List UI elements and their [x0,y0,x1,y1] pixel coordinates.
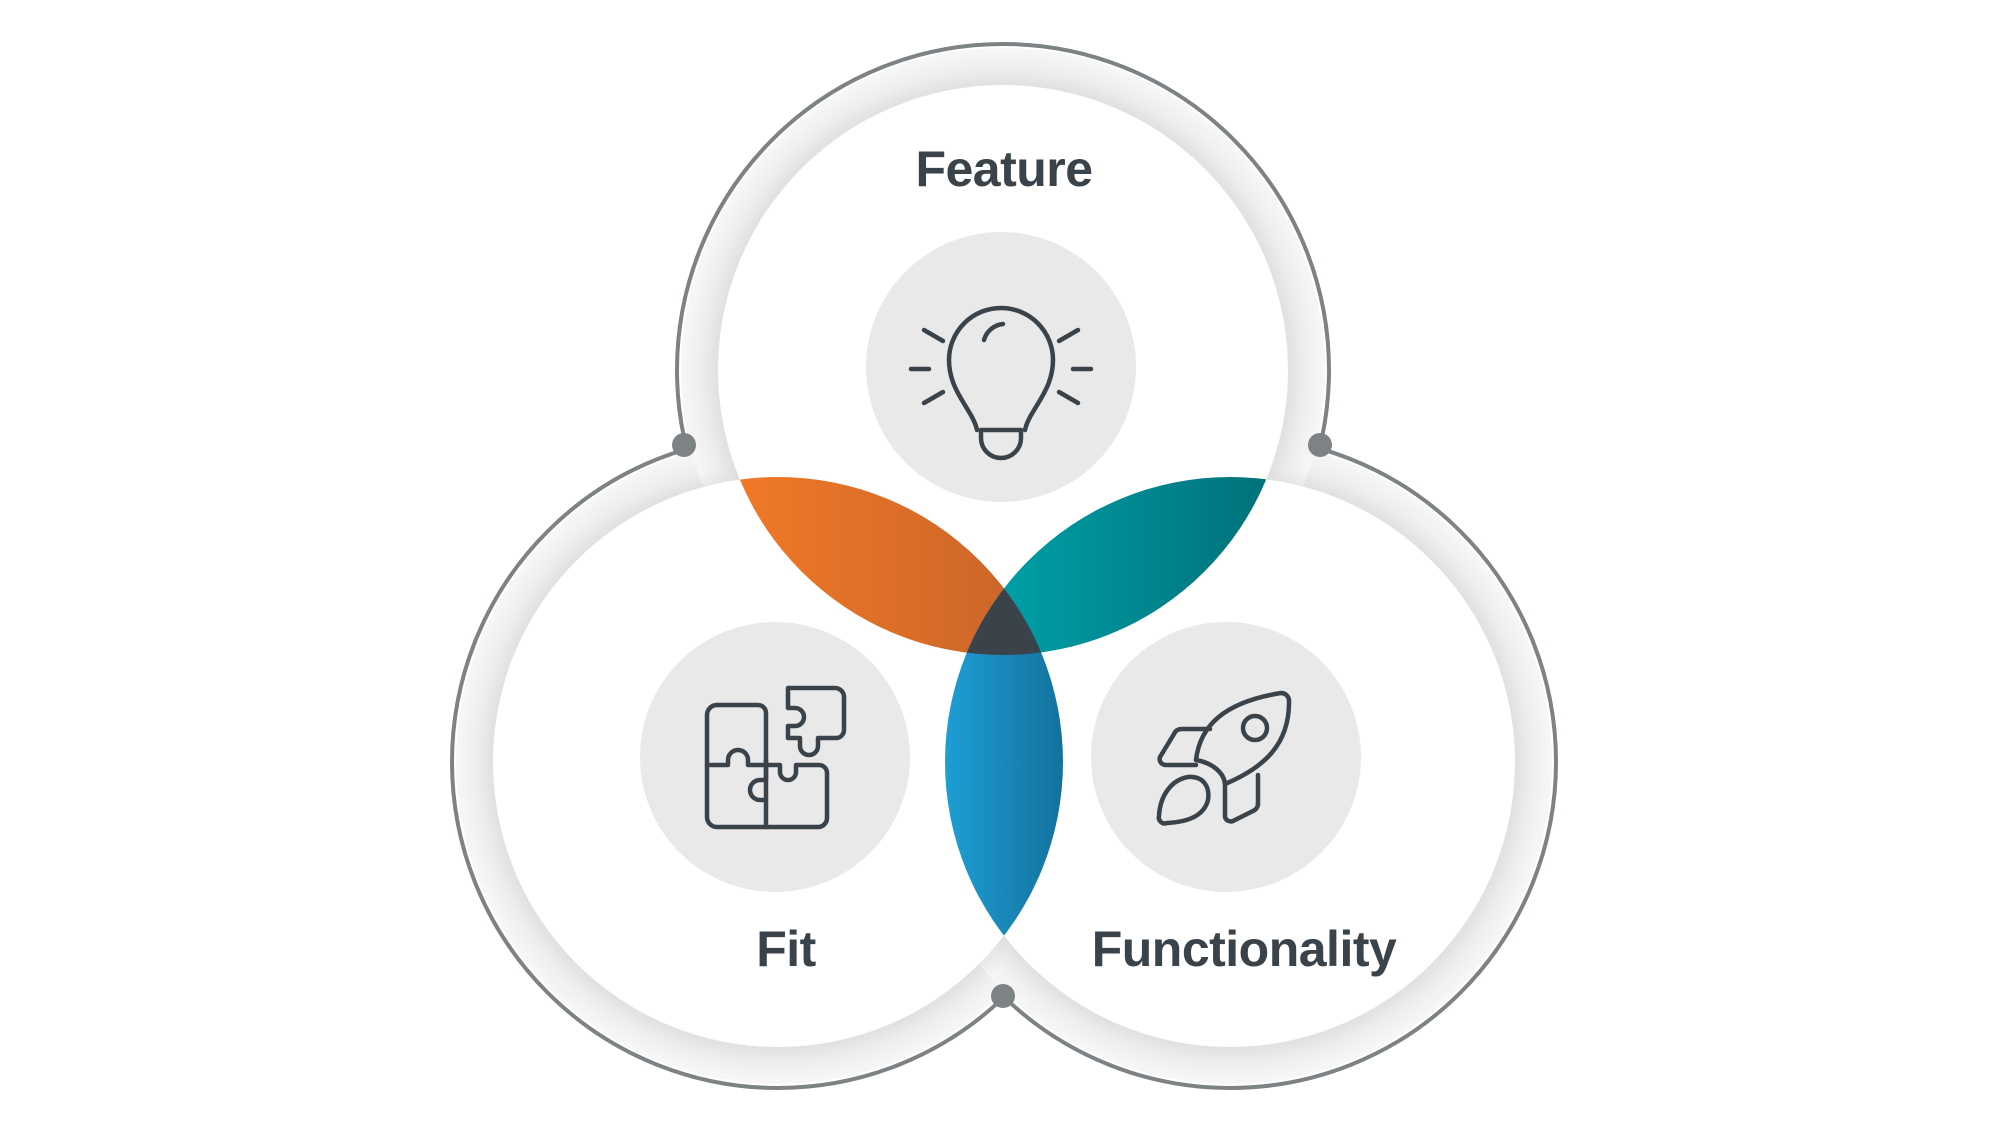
functionality-label: Functionality [1092,921,1397,977]
feature-icon-disc [866,232,1136,502]
functionality-icon-disc [1091,622,1361,892]
connector-dot-bottom [991,984,1015,1008]
connector-dot-right [1308,433,1332,457]
fit-label: Fit [756,921,816,977]
feature-label: Feature [915,141,1092,197]
lightbulb-icon [908,305,1094,461]
rocket-icon [1156,690,1292,826]
connector-dot-left [672,433,696,457]
fit-icon-disc [640,622,910,892]
puzzle-icon [704,685,847,830]
